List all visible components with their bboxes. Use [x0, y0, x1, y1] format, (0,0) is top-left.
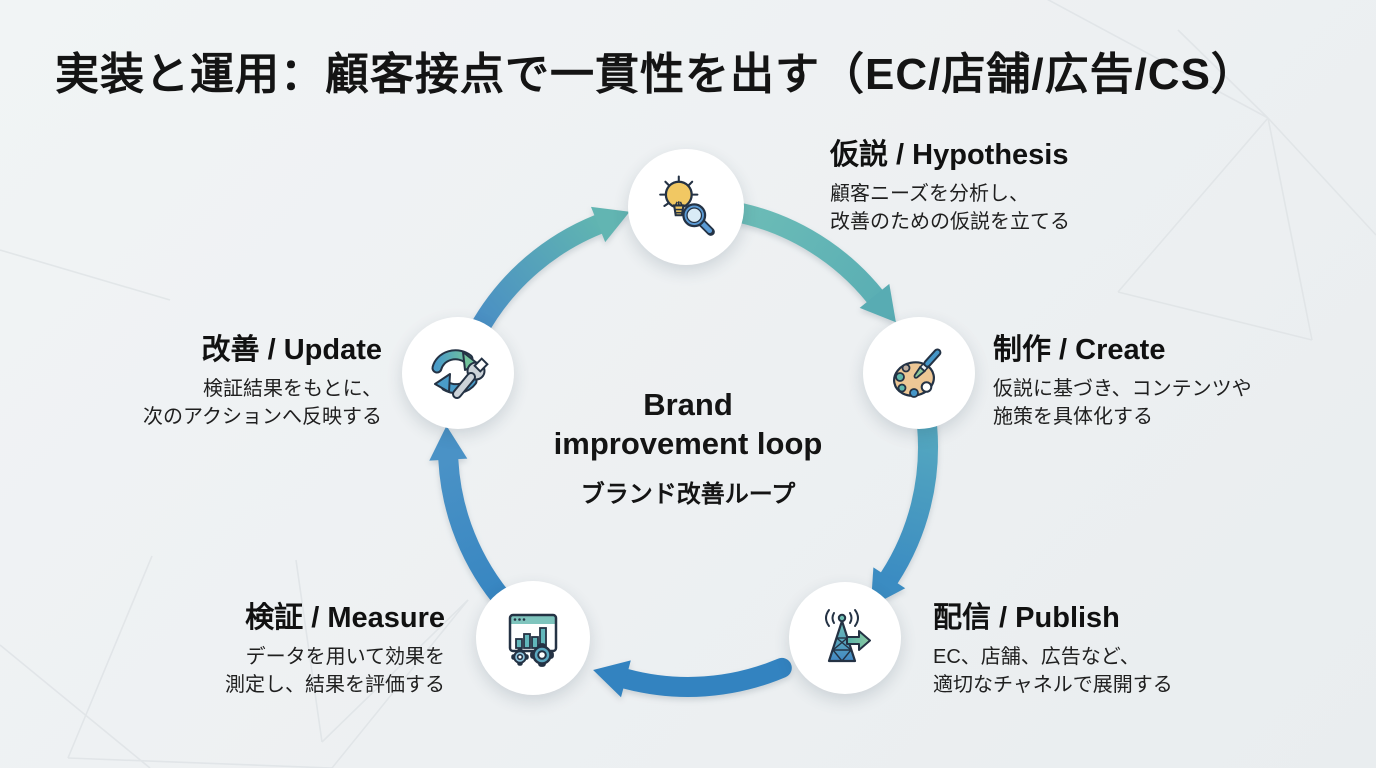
loop-title-line1: Brand — [643, 387, 733, 422]
loop-title-line2: improvement loop — [553, 425, 823, 461]
publish-desc-line1: EC、店舗、広告など、 — [933, 646, 1140, 668]
arrowhead-to-update — [429, 425, 468, 461]
label-update: 改善 / Update 検証結果をもとに、 次のアクションへ反映する — [110, 326, 382, 431]
arrowhead-to-measure — [593, 660, 631, 698]
node-hypothesis — [628, 149, 744, 265]
node-create — [863, 317, 975, 429]
slide-title: 実装と運用：顧客接点で一貫性を出す（EC/店舗/広告/CS） — [55, 50, 1256, 99]
node-publish — [789, 582, 901, 694]
small-gear — [511, 648, 529, 666]
measure-heading: 検証 / Measure — [245, 602, 445, 634]
update-desc-line1: 検証結果をもとに、 — [203, 378, 382, 400]
update-heading: 改善 / Update — [201, 334, 382, 366]
loop-arrow-measure-to-update — [438, 449, 517, 615]
loop-center-label: Brand improvement loop ブランド改善ループ — [538, 386, 838, 509]
chart-gears-icon — [508, 613, 558, 667]
arrowhead-to-hypothesis — [591, 206, 630, 243]
loop-arrow-publish-to-measure — [615, 657, 792, 697]
lightbulb-magnifier-icon — [659, 175, 715, 236]
hypothesis-desc-line2: 改善のための仮説を立てる — [830, 210, 1070, 233]
label-create: 制作 / Create 仮説に基づき、コンテンツや 施策を具体化する — [993, 326, 1252, 431]
refresh-wrench-icon — [431, 349, 489, 399]
big-gear — [530, 643, 554, 667]
loop-subtitle: ブランド改善ループ — [580, 480, 796, 508]
loop-arrow-update-to-hypothesis — [472, 214, 609, 334]
measure-desc-line2: 測定し、結果を評価する — [225, 673, 445, 696]
node-update — [402, 317, 514, 429]
arrowhead-to-create — [859, 283, 896, 323]
broadcast-antenna-icon — [825, 609, 871, 663]
hypothesis-heading: 仮説 / Hypothesis — [830, 139, 1069, 171]
hypothesis-desc-line1: 顧客ニーズを分析し、 — [830, 183, 1029, 205]
palette-brush-icon — [893, 348, 942, 398]
label-measure: 検証 / Measure データを用いて効果を 測定し、結果を評価する — [155, 594, 445, 699]
label-hypothesis: 仮説 / Hypothesis 顧客ニーズを分析し、 改善のための仮説を立てる — [830, 131, 1070, 236]
measure-desc-line1: データを用いて効果を — [245, 646, 445, 668]
publish-desc-line2: 適切なチャネルで展開する — [933, 673, 1173, 696]
create-desc-line1: 仮説に基づき、コンテンツや — [993, 378, 1252, 400]
create-heading: 制作 / Create — [993, 334, 1166, 366]
update-desc-line2: 次のアクションへ反映する — [143, 405, 382, 428]
label-publish: 配信 / Publish EC、店舗、広告など、 適切なチャネルで展開する — [933, 594, 1173, 699]
loop-arrow-create-to-publish — [879, 416, 938, 588]
create-desc-line2: 施策を具体化する — [993, 405, 1153, 428]
loop-arrow-hypothesis-to-create — [732, 203, 885, 306]
publish-heading: 配信 / Publish — [933, 602, 1120, 634]
node-measure — [476, 581, 590, 695]
